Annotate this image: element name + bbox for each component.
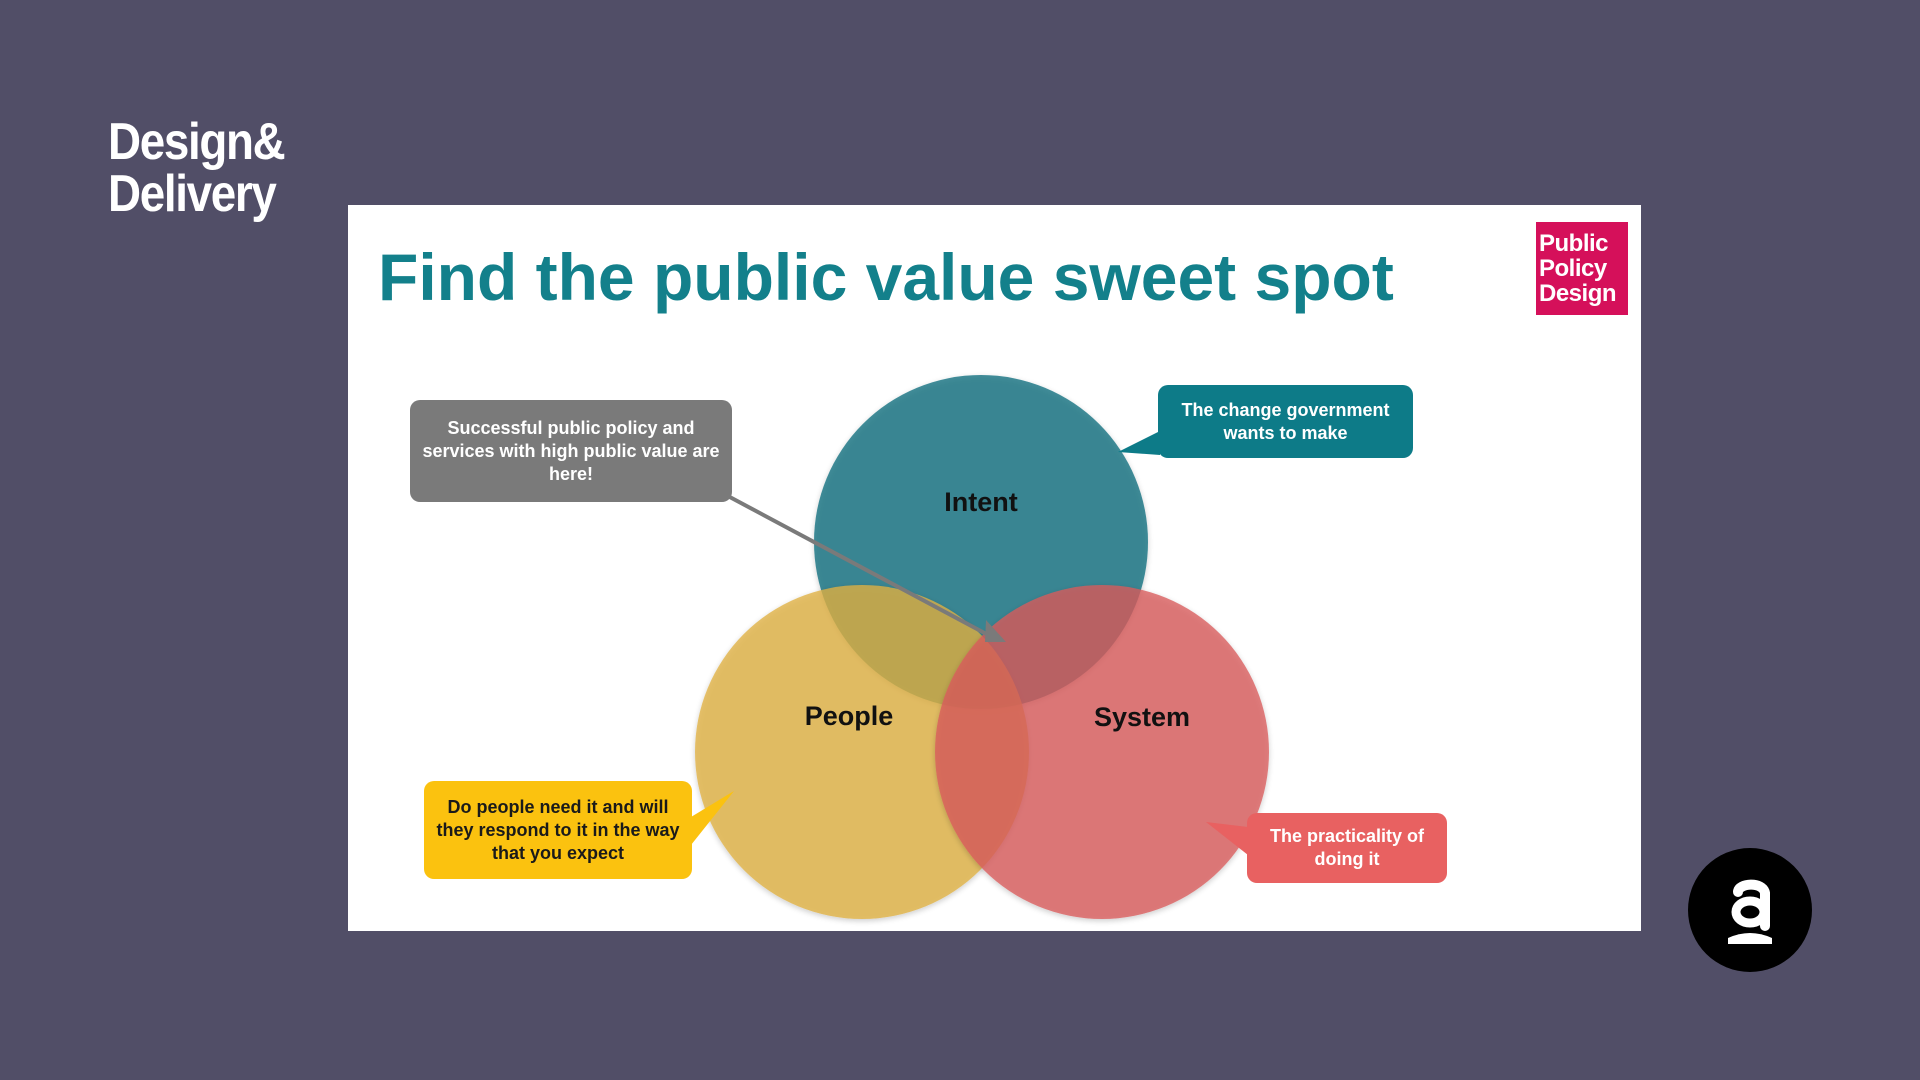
brand-line-2: Delivery <box>108 165 277 223</box>
slide: Find the public value sweet spot Public … <box>348 205 1641 931</box>
intent-label: Intent <box>944 487 1018 517</box>
system-callout-text: The practicality of doing it <box>1269 826 1425 869</box>
sweet-spot-callout: Successful public policy and services wi… <box>410 400 732 502</box>
venn-diagram: Intent People System <box>691 375 1269 919</box>
a-logo-icon <box>1688 848 1812 972</box>
people-callout: Do people need it and will they respond … <box>424 781 692 879</box>
design-delivery-logo: Design& Delivery <box>108 113 286 223</box>
logo-line-1: Public <box>1539 230 1609 257</box>
sweet-spot-arrowhead <box>985 620 1006 642</box>
system-callout: The practicality of doing it <box>1247 813 1447 883</box>
public-policy-design-logo: Public Policy Design <box>1536 222 1628 315</box>
logo-line-3: Design <box>1539 280 1617 307</box>
sweet-spot-callout-text: Successful public policy and services wi… <box>422 417 720 484</box>
people-callout-tail <box>691 791 734 845</box>
slide-title: Find the public value sweet spot <box>378 240 1394 314</box>
intent-callout-tail <box>1118 431 1160 455</box>
people-callout-text: Do people need it and will they respond … <box>436 796 680 863</box>
intent-callout-text: The change government wants to make <box>1181 399 1390 443</box>
people-label: People <box>805 701 894 731</box>
sweet-spot-arrow <box>725 493 993 639</box>
brand-line-1: Design& <box>108 113 286 171</box>
system-label: System <box>1094 702 1190 732</box>
a-logo-glyph <box>1728 879 1772 944</box>
people-circle <box>695 585 1029 919</box>
system-callout-tail <box>1206 822 1248 855</box>
system-circle <box>935 585 1269 919</box>
logo-line-2: Policy <box>1539 255 1607 282</box>
intent-callout: The change government wants to make <box>1158 385 1413 458</box>
